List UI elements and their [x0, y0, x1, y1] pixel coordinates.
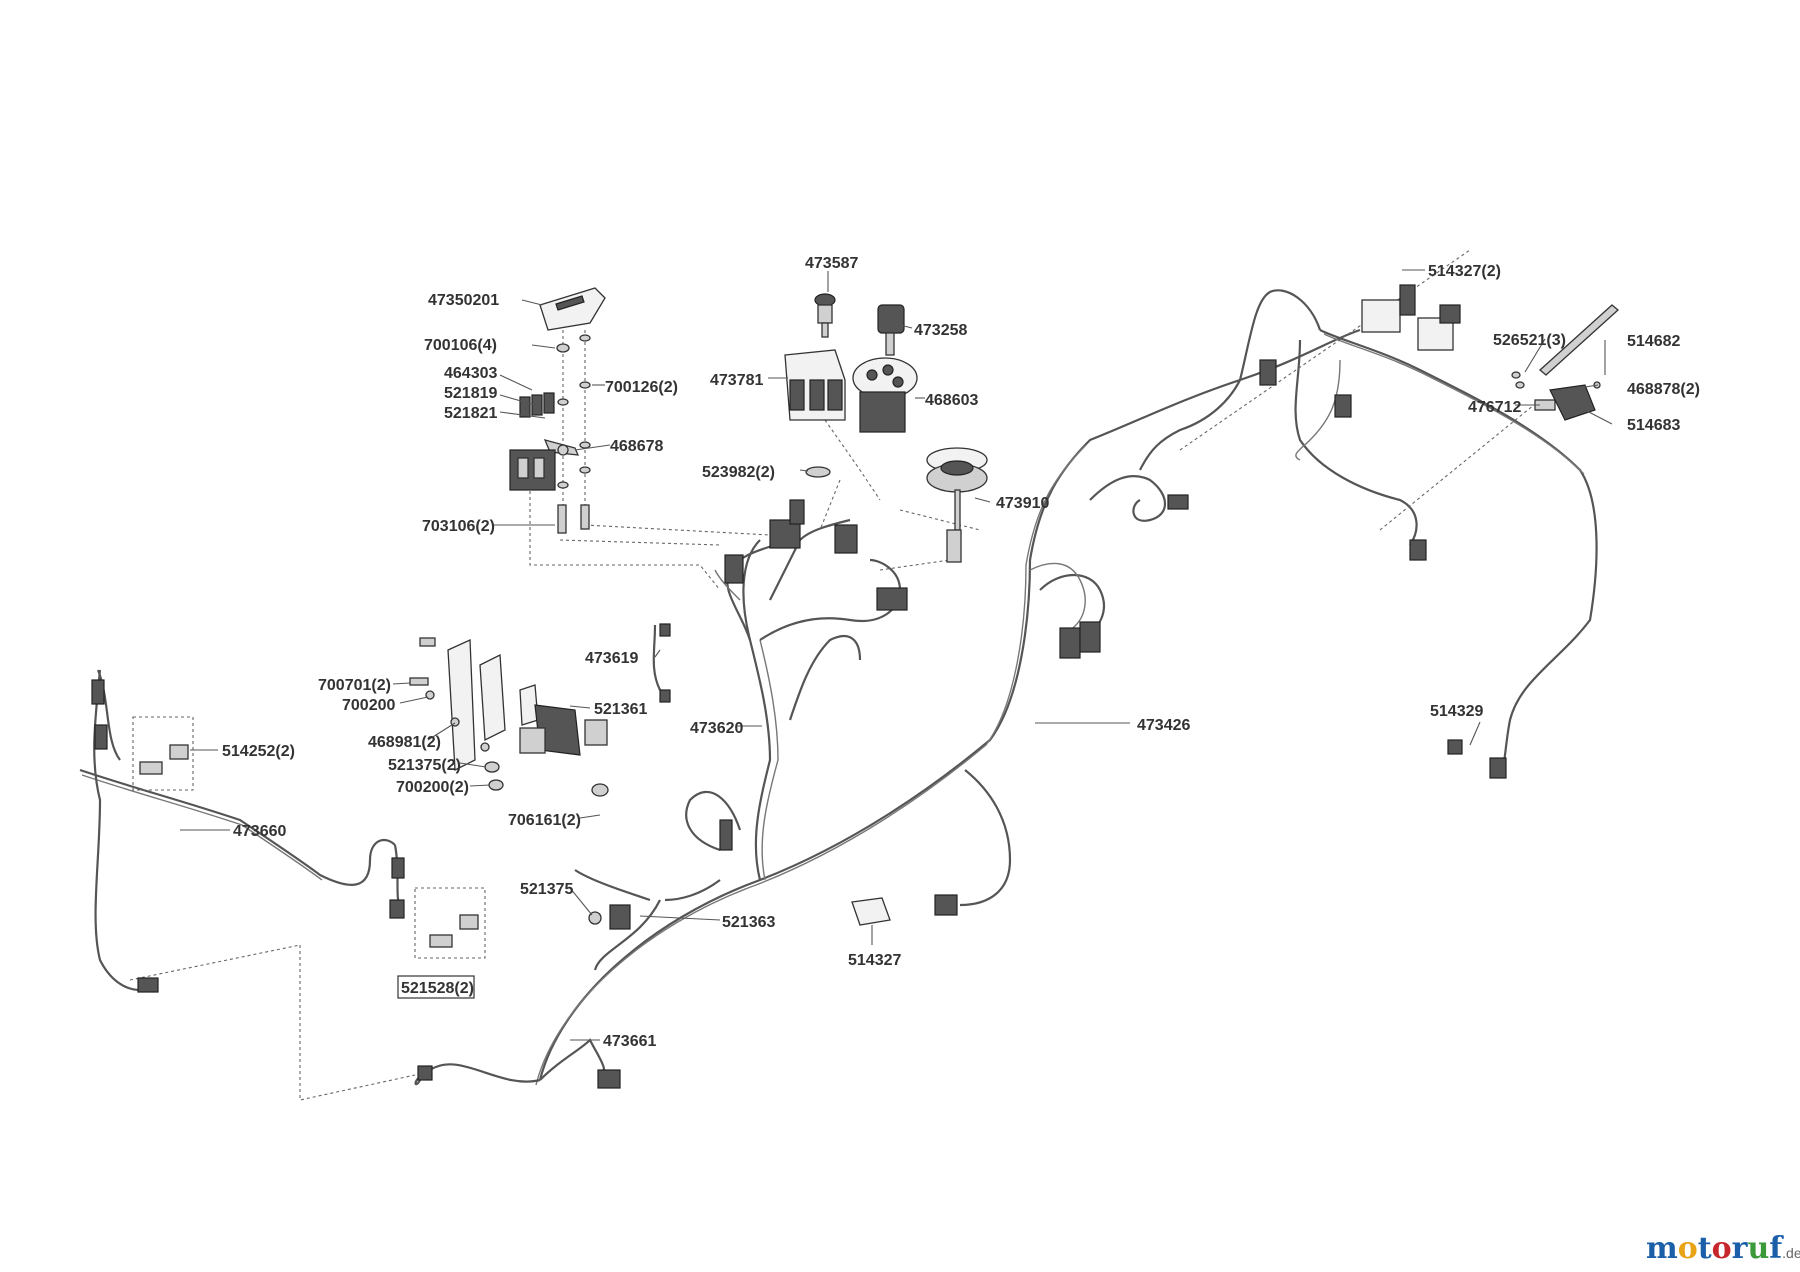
label-703106-2: 703106(2) [422, 518, 495, 535]
label-473661: 473661 [603, 1033, 656, 1050]
label-468603: 468603 [925, 392, 978, 409]
label-521821: 521821 [444, 405, 497, 422]
label-521363: 521363 [722, 914, 775, 931]
label-514682: 514682 [1627, 333, 1680, 350]
label-473619: 473619 [585, 650, 638, 667]
wm-letter: o [1712, 1231, 1732, 1266]
wm-letter: u [1747, 1231, 1769, 1266]
label-523982-2: 523982(2) [702, 464, 775, 481]
label-468678: 468678 [610, 438, 663, 455]
label-476712: 476712 [1468, 399, 1521, 416]
label-473258: 473258 [914, 322, 967, 339]
wm-letter: m [1646, 1231, 1678, 1266]
wm-letter: o [1678, 1231, 1698, 1266]
wm-letter: t [1698, 1231, 1712, 1266]
label-521528-2: 521528(2) [401, 980, 474, 997]
wm-letter: r [1732, 1231, 1749, 1266]
label-514329: 514329 [1430, 703, 1483, 720]
label-47350201: 47350201 [428, 292, 499, 309]
watermark-logo: motoruf.de [1646, 1231, 1800, 1266]
label-526521-3: 526521(3) [1493, 332, 1566, 349]
label-700701-2: 700701(2) [318, 677, 391, 694]
label-521375: 521375 [520, 881, 573, 898]
wm-suffix: .de [1782, 1245, 1800, 1261]
label-700126-2: 700126(2) [605, 379, 678, 396]
wm-letter: f [1769, 1231, 1784, 1266]
label-473426: 473426 [1137, 717, 1190, 734]
label-514327-2: 514327(2) [1428, 263, 1501, 280]
label-473781: 473781 [710, 372, 763, 389]
callout-labels: 47350201 700106(4) 464303 521819 521821 … [222, 255, 1700, 1050]
label-521819: 521819 [444, 385, 497, 402]
assembly-lines [129, 249, 1541, 1101]
label-468878-2: 468878(2) [1627, 381, 1700, 398]
label-464303: 464303 [444, 365, 497, 382]
label-473587: 473587 [805, 255, 858, 272]
label-468981-2: 468981(2) [368, 734, 441, 751]
label-700106-4: 700106(4) [424, 337, 497, 354]
label-473660: 473660 [233, 823, 286, 840]
parts [91, 284, 1619, 1089]
label-box-521528-2 [397, 975, 475, 999]
label-514683: 514683 [1627, 417, 1680, 434]
label-700200: 700200 [342, 697, 395, 714]
label-521361: 521361 [594, 701, 647, 718]
leader-lines [180, 269, 1613, 1041]
svg-text:motoruf.de: motoruf.de [1646, 1231, 1800, 1266]
label-514327: 514327 [848, 952, 901, 969]
label-473620: 473620 [690, 720, 743, 737]
label-521375-2: 521375(2) [388, 757, 461, 774]
label-700200-2: 700200(2) [396, 779, 469, 796]
label-473910: 473910 [996, 495, 1049, 512]
label-706161-2: 706161(2) [508, 812, 581, 829]
label-514252-2: 514252(2) [222, 743, 295, 760]
